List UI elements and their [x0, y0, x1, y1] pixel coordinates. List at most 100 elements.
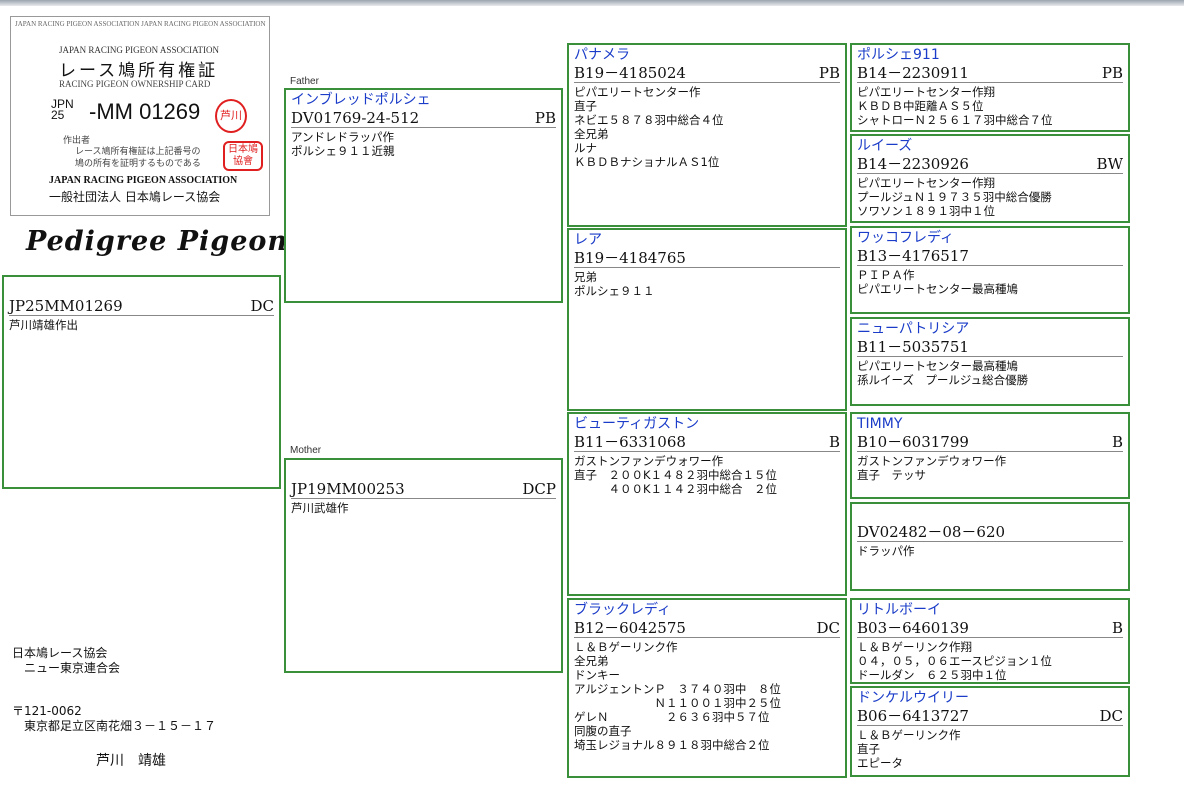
note-line: 埼玉レジョナル８９１８羽中総合２位: [574, 738, 770, 752]
note-line: エピータ: [857, 756, 903, 770]
breeder-club: ニュー東京連合会: [12, 661, 121, 675]
pigeon-name: ポルシェ911: [857, 47, 940, 63]
ownership-card: JAPAN RACING PIGEON ASSOCIATION JAPAN RA…: [10, 16, 270, 216]
card-title-en: RACING PIGEON OWNERSHIP CARD: [59, 79, 211, 89]
mother-label: Mother: [290, 445, 322, 456]
note-line: ピパエリートセンター作翔: [857, 176, 995, 190]
note-line: ピパエリートセンター最高種鳩: [857, 359, 1018, 373]
ring-number: B11－6331068: [574, 433, 686, 451]
note-line: ゲレＮ ２６３６羽中５７位: [574, 710, 770, 724]
ring-number: B11－5035751: [857, 338, 969, 356]
ring-number: B14－2230926: [857, 155, 969, 173]
card-rim-text: JAPAN RACING PIGEON ASSOCIATION JAPAN RA…: [15, 20, 266, 28]
color-code: B: [1111, 619, 1123, 637]
color-code: DCP: [522, 480, 556, 498]
note-line: ドラッパ作: [857, 544, 915, 558]
note-line: 直子 ２００K１４８２羽中総合１５位: [574, 468, 778, 482]
scan-edge: [0, 0, 1184, 6]
breeder-association: 日本鳩レース協会: [12, 646, 108, 660]
note-line: ポルシェ９１１: [574, 284, 655, 298]
pigeon-name: TIMMY: [857, 416, 903, 432]
pigeon-name: リトルボーイ: [857, 602, 941, 618]
card-year: 25: [51, 108, 65, 122]
note-line: ネビエ５８７８羽中総合４位: [574, 113, 724, 127]
note-line: ピパエリートセンター作: [574, 85, 701, 99]
note-line: 直子: [857, 742, 880, 756]
ring-number: B12－6042575: [574, 619, 686, 637]
ring-row: B19－4185024 PB: [574, 64, 840, 83]
ring-number: B14－2230911: [857, 64, 969, 82]
note-line: 孫ルイーズ プールジュ総合優勝: [857, 373, 1029, 387]
color-code: PB: [818, 64, 840, 82]
note-line: 同腹の直子: [574, 724, 632, 738]
notes: 芦川武雄作: [291, 501, 556, 515]
notes: Ｌ＆Ｂゲーリンク作直子エピータ: [857, 728, 1123, 770]
pigeon-name: ワッコフレディ: [857, 230, 955, 246]
ring-number: B06－6413727: [857, 707, 969, 725]
notes: ピパエリートセンター最高種鳩孫ルイーズ プールジュ総合優勝: [857, 359, 1123, 387]
notes: アンドレドラッパ作ポルシェ９１１近親: [291, 130, 556, 158]
note-line: ＫＢＤＢナショナルＡＳ1位: [574, 155, 720, 169]
breeder-postal: 〒121-0062: [12, 704, 82, 718]
note-line: Ｌ＆Ｂゲーリンク作: [574, 640, 678, 654]
ring-number: B19－4185024: [574, 64, 686, 82]
pigeon-name: インブレッドポルシェ: [291, 92, 431, 108]
ring-number: B13－4176517: [857, 247, 969, 265]
ring-row: B13－4176517: [857, 247, 1123, 266]
color-code: BW: [1096, 155, 1123, 173]
pedigree-logo: Pedigree Pigeon: [26, 226, 289, 257]
note-line: 全兄弟: [574, 127, 609, 141]
note-line: Ｌ＆Ｂゲーリンク作: [857, 728, 961, 742]
note-line: ガストンファンデウォワー作: [574, 454, 724, 468]
note-line: ＰＩＰＡ作: [857, 268, 915, 282]
breeder-name: 芦川 靖雄: [96, 753, 166, 769]
note-line: 直子 テッサ: [857, 468, 926, 482]
card-breeder-label: 作出者: [63, 135, 91, 145]
note-line: アルジェントンＰ ３７４０羽中 ８位: [574, 682, 781, 696]
note-line: ドンキー: [574, 668, 620, 682]
note-line: ドールダン ６２５羽中１位: [857, 668, 1007, 682]
notes: ＰＩＰＡ作ピパエリートセンター最高種鳩: [857, 268, 1123, 296]
color-code: B: [828, 433, 840, 451]
notes: ガストンファンデウォワー作直子 テッサ: [857, 454, 1123, 482]
owner-seal: 芦川: [215, 99, 247, 133]
notes: ピパエリートセンター作翔プールジュＮ１９７３５羽中総合優勝ソワソン１８９１羽中１…: [857, 176, 1123, 218]
breeder-address: 東京都足立区南花畑３－１５－１７: [12, 719, 217, 733]
card-certification: レース鳩所有権証は上記番号の 鳩の所有を証明するものである: [75, 146, 201, 168]
notes: 芦川靖雄作出: [9, 318, 274, 332]
note-line: ポルシェ９１１近親: [291, 144, 395, 158]
pigeon-name: ビューティガストン: [574, 416, 700, 432]
ring-row: B14－2230926 BW: [857, 155, 1123, 174]
pigeon-name: レア: [574, 232, 602, 248]
ring-number: B10－6031799: [857, 433, 969, 451]
note-line: シャトローＮ２５６１７羽中総合７位: [857, 113, 1053, 127]
note-line: プールジュＮ１９７３５羽中総合優勝: [857, 190, 1052, 204]
note-line: 全兄弟: [574, 654, 609, 668]
pigeon-name: ドンケルウイリー: [857, 690, 969, 706]
ring-row: B11－5035751: [857, 338, 1123, 357]
note-line: ルナ: [574, 141, 597, 155]
note-line: 兄弟: [574, 270, 597, 284]
ring-number: B19－4184765: [574, 249, 686, 267]
